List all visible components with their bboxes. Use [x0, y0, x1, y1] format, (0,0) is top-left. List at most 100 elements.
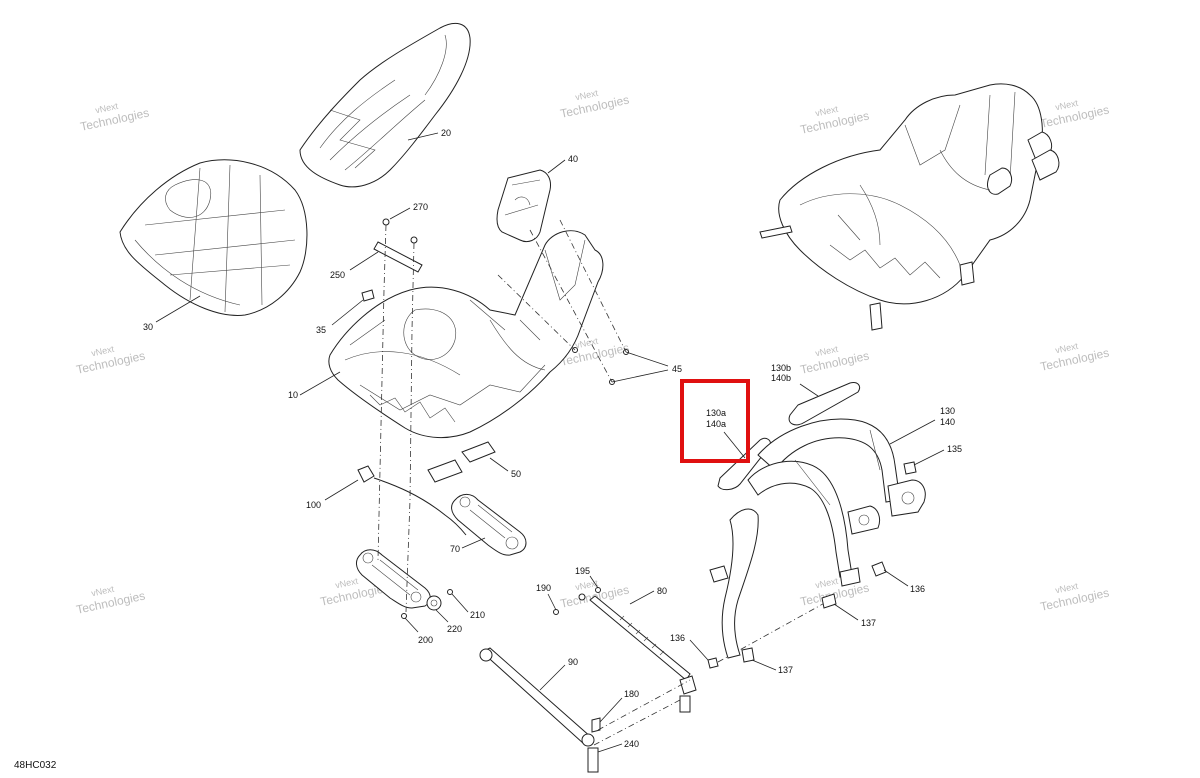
callout-140: 140 [940, 417, 955, 427]
part-80-adjuster-rod [553, 587, 691, 681]
callout-140a: 140a [706, 419, 726, 429]
part-136-bolt-right [741, 561, 887, 663]
watermark-line1: vNext [94, 101, 119, 116]
callout-137a: 137 [861, 618, 876, 628]
watermark-line1: vNext [814, 344, 839, 359]
callout-190: 190 [536, 583, 551, 593]
callout-195: 195 [575, 566, 590, 576]
callout-130b: 130b [771, 363, 791, 373]
callout-50: 50 [511, 469, 521, 479]
leader-10 [299, 371, 341, 396]
part-130b-pad [788, 382, 861, 426]
leader-50 [489, 457, 509, 472]
part-135-nut [903, 461, 917, 475]
leader-90 [539, 664, 566, 691]
watermark-line1: vNext [1054, 581, 1079, 596]
callout-136b: 136 [910, 584, 925, 594]
leader-180 [599, 697, 623, 723]
callout-45: 45 [672, 364, 682, 374]
callout-220: 220 [447, 624, 462, 634]
leader-40 [547, 159, 566, 174]
callout-250: 250 [330, 270, 345, 280]
leader-20 [407, 132, 439, 141]
leader-80 [629, 590, 655, 605]
leader-70 [461, 537, 486, 549]
callout-10: 10 [288, 390, 298, 400]
leader-210 [451, 593, 469, 613]
figure-id: 48HC032 [14, 760, 57, 771]
leader-137a [833, 603, 859, 621]
part-180-bushing [587, 657, 719, 773]
callout-80: 80 [657, 586, 667, 596]
leader-137b [751, 659, 777, 671]
callout-137b: 137 [778, 665, 793, 675]
leader-240 [597, 743, 623, 753]
callout-210: 210 [470, 610, 485, 620]
leader-270 [389, 207, 411, 220]
callout-20: 20 [441, 128, 451, 138]
watermark-line1: vNext [90, 344, 115, 359]
leader-35 [331, 299, 364, 326]
leader-190 [547, 593, 557, 611]
callout-135: 135 [947, 444, 962, 454]
part-200-lower-rail [356, 549, 453, 619]
watermark-line1: vNext [814, 104, 839, 119]
callout-136a: 136 [670, 633, 685, 643]
part-30-seat-cushion [119, 159, 308, 316]
part-100-latch [357, 465, 467, 536]
watermark-line1: vNext [334, 576, 359, 591]
callout-35: 35 [316, 325, 326, 335]
leader-136a [689, 639, 709, 661]
leader-195 [589, 575, 599, 589]
leader-136b [883, 569, 909, 587]
part-20-backrest-pad [299, 22, 471, 188]
callout-40: 40 [568, 154, 578, 164]
callout-180: 180 [624, 689, 639, 699]
leader-130b [799, 383, 819, 397]
watermark-line1: vNext [1054, 341, 1079, 356]
assembly-line-lower [593, 599, 831, 746]
callout-30: 30 [143, 322, 153, 332]
part-90-lower-bar [479, 647, 595, 747]
part-40-headrest-bracket [496, 169, 551, 243]
part-70-slider-rail [451, 493, 527, 556]
highlight-box-130a [680, 379, 750, 463]
assembled-seat-view [759, 83, 1060, 331]
callout-130a: 130a [706, 408, 726, 418]
leader-220 [435, 609, 449, 623]
leader-135 [913, 449, 945, 466]
watermark-line1: vNext [574, 88, 599, 103]
callout-70: 70 [450, 544, 460, 554]
part-10-seat-frame [328, 230, 604, 439]
watermark-line1: vNext [90, 584, 115, 599]
part-130-harness [709, 418, 926, 659]
leader-130a [723, 431, 746, 459]
callout-270: 270 [413, 202, 428, 212]
callout-200: 200 [418, 635, 433, 645]
callout-100: 100 [306, 500, 321, 510]
assembly-lines-left [377, 219, 627, 613]
callout-90: 90 [568, 657, 578, 667]
part-130a-buckle-cover [717, 437, 771, 491]
leader-130 [889, 419, 936, 445]
callout-240: 240 [624, 739, 639, 749]
part-50-labels [427, 441, 496, 483]
callout-140b: 140b [771, 373, 791, 383]
leader-30 [155, 295, 201, 323]
leader-45 [611, 351, 669, 383]
leader-200 [404, 617, 419, 633]
watermark-line1: vNext [1054, 98, 1079, 113]
watermark-line1: vNext [574, 578, 599, 593]
leader-100 [324, 479, 359, 501]
part-250-strap [373, 218, 423, 273]
